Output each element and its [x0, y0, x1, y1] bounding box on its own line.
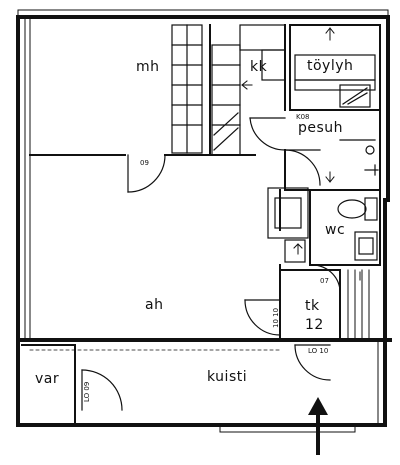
toilet-icon — [337, 197, 378, 221]
room-area-tk: 12 — [305, 317, 324, 333]
door-mark-var: LO 09 — [83, 381, 91, 402]
door-mark-mh: 09 — [140, 159, 149, 167]
entrance-arrow-icon — [308, 397, 328, 455]
kitchen-counter — [239, 24, 286, 81]
outer-walls — [16, 15, 392, 427]
door-mark-kuisti: LO 10 — [308, 347, 329, 355]
direction-arrows — [241, 27, 361, 281]
door-swing-icon — [81, 117, 341, 411]
shower-icon — [339, 139, 379, 176]
staircase-icon — [171, 24, 241, 156]
room-label-toylyh: töylyh — [307, 58, 354, 74]
door-mark-tk: 10 10 — [272, 307, 280, 328]
room-label-kuisti: kuisti — [207, 369, 248, 385]
room-label-ah: ah — [145, 297, 164, 313]
room-label-mh: mh — [136, 59, 160, 75]
stove-icon — [339, 84, 371, 108]
window-marks — [24, 16, 379, 433]
door-mark-pesuh: K08 — [296, 113, 310, 121]
room-label-tk: tk — [305, 298, 320, 314]
room-label-kk: kk — [250, 59, 268, 75]
room-label-wc: wc — [325, 222, 346, 238]
sauna-bench — [294, 54, 376, 91]
sink-icon — [354, 231, 378, 261]
door-mark-wc: 07 — [320, 277, 329, 285]
storage-shelves — [347, 269, 370, 341]
room-label-var: var — [35, 371, 60, 387]
wardrobe — [267, 187, 309, 263]
room-label-pesuh: pesuh — [298, 120, 344, 136]
interior-walls — [21, 24, 381, 426]
